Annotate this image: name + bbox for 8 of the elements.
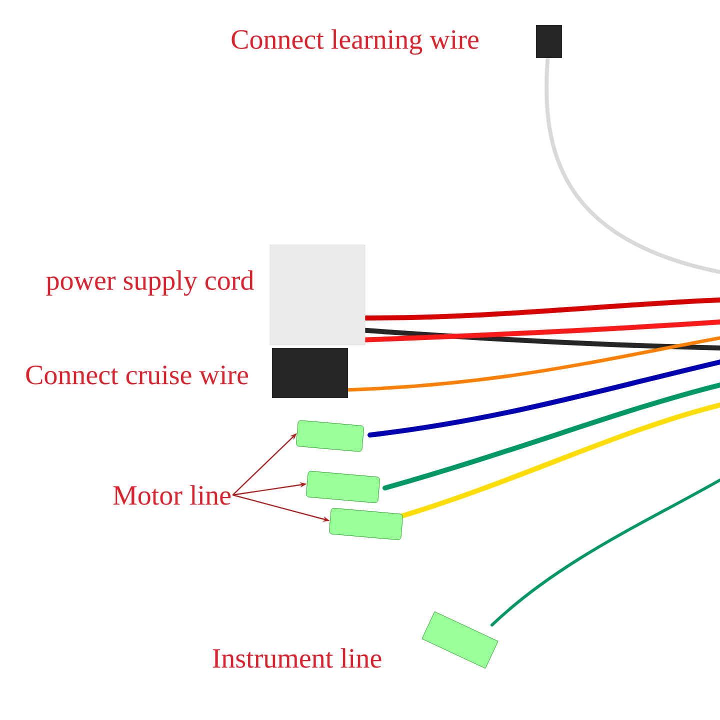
terminal-connector	[306, 470, 380, 504]
terminal-connector	[296, 420, 364, 452]
callout-text: power supply cord	[46, 270, 254, 296]
callout-text: Motor line	[113, 485, 231, 505]
terminal-connector	[329, 508, 403, 540]
callout-text: Instrument line	[212, 648, 382, 668]
callout-text: Connect learning wire	[232, 29, 478, 55]
callout-text: Connect cruise wire	[26, 366, 248, 384]
